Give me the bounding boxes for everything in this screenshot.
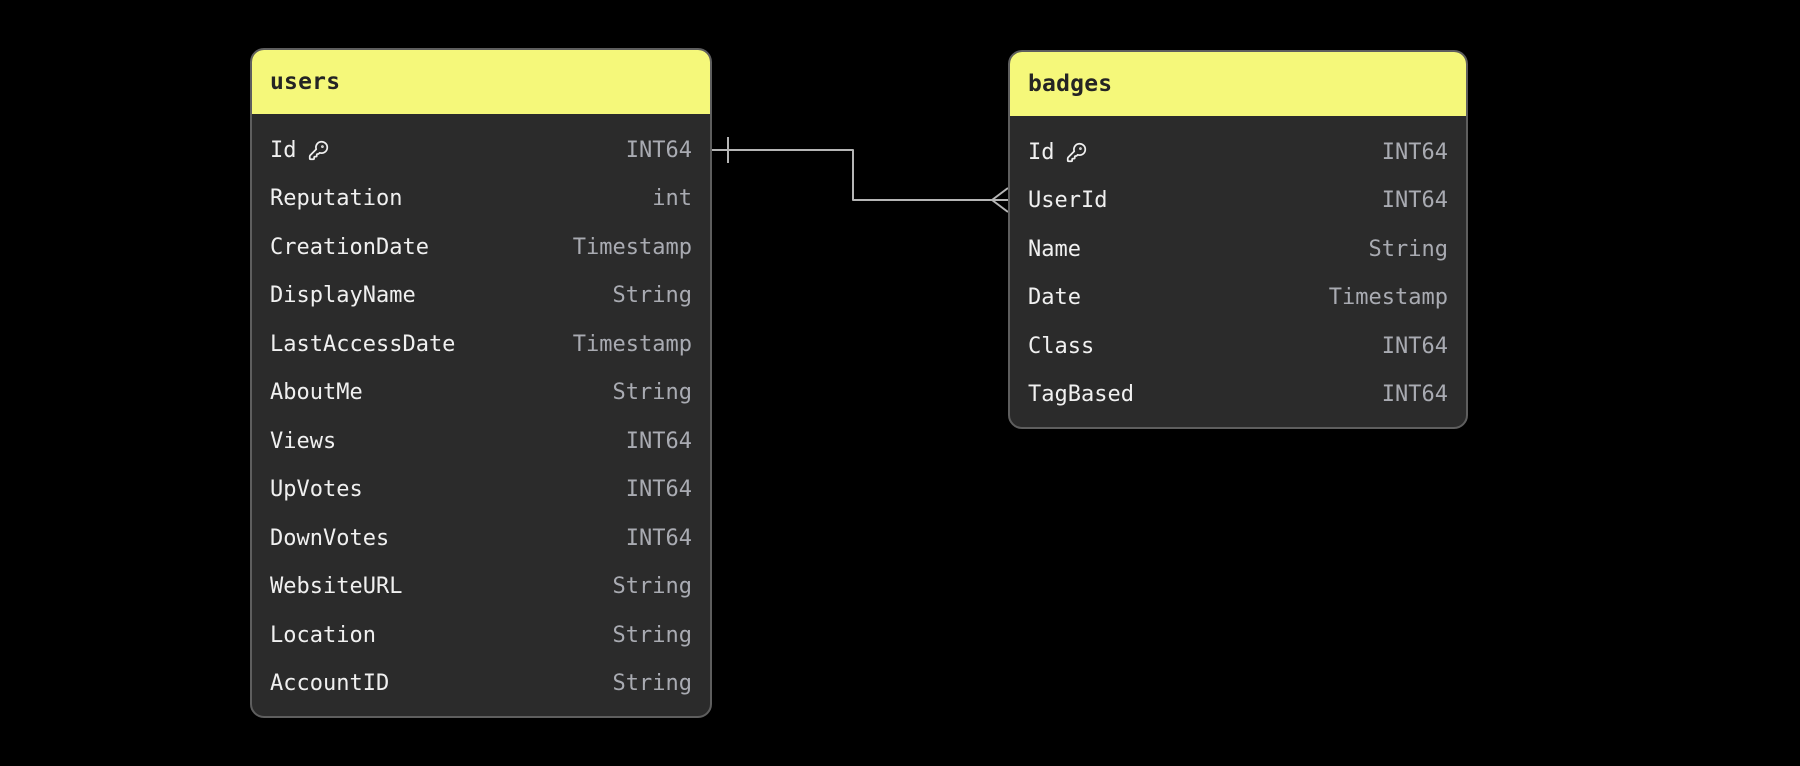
- field-type: Timestamp: [1328, 285, 1448, 311]
- field-row-badges-tagbased[interactable]: TagBased INT64: [1010, 371, 1466, 420]
- field-name: LastAccessDate: [270, 331, 456, 357]
- field-row-users-aboutme[interactable]: AboutMe String: [252, 369, 710, 418]
- field-name: WebsiteURL: [270, 574, 403, 600]
- field-type: String: [612, 574, 692, 600]
- field-type: Timestamp: [572, 234, 692, 260]
- field-name: Name: [1028, 236, 1081, 262]
- relationship-path[interactable]: [710, 149, 1008, 201]
- field-name: UpVotes: [270, 477, 363, 503]
- table-badges-title: badges: [1028, 71, 1113, 97]
- field-type: INT64: [1381, 333, 1448, 359]
- field-type: int: [652, 186, 692, 212]
- field-name: UserId: [1028, 188, 1108, 214]
- field-row-users-views[interactable]: Views INT64: [252, 417, 710, 466]
- field-type: String: [612, 671, 692, 697]
- field-name: Location: [270, 622, 376, 648]
- field-row-users-creationdate[interactable]: CreationDate Timestamp: [252, 223, 710, 272]
- field-name: AboutMe: [270, 380, 363, 406]
- table-users[interactable]: users Id INT64 Reputation int: [250, 48, 712, 718]
- field-row-badges-id[interactable]: Id INT64: [1010, 128, 1466, 177]
- field-row-badges-name[interactable]: Name String: [1010, 225, 1466, 274]
- field-row-badges-userid[interactable]: UserId INT64: [1010, 177, 1466, 226]
- relationship-line[interactable]: [710, 137, 1009, 213]
- field-name: Reputation: [270, 186, 403, 212]
- table-users-title: users: [270, 69, 341, 95]
- field-type: String: [612, 622, 692, 648]
- key-icon: [1066, 142, 1087, 163]
- field-type: String: [1368, 236, 1448, 262]
- field-row-users-displayname[interactable]: DisplayName String: [252, 272, 710, 321]
- cardinality-many-crowfoot: [991, 187, 1009, 213]
- field-row-users-downvotes[interactable]: DownVotes INT64: [252, 514, 710, 563]
- field-type: INT64: [1381, 188, 1448, 214]
- key-icon: [308, 140, 329, 161]
- field-row-users-accountid[interactable]: AccountID String: [252, 660, 710, 709]
- field-row-users-websiteurl[interactable]: WebsiteURL String: [252, 563, 710, 612]
- field-type: String: [612, 380, 692, 406]
- table-badges-header[interactable]: badges: [1010, 52, 1466, 116]
- table-badges[interactable]: badges Id INT64 UserId INT64: [1008, 50, 1468, 429]
- field-type: INT64: [625, 477, 692, 503]
- field-name: DisplayName: [270, 283, 416, 309]
- field-row-users-upvotes[interactable]: UpVotes INT64: [252, 466, 710, 515]
- field-row-users-location[interactable]: Location String: [252, 611, 710, 660]
- field-name: AccountID: [270, 671, 390, 697]
- table-badges-body: Id INT64 UserId INT64 Name String: [1010, 116, 1466, 427]
- table-users-header[interactable]: users: [252, 50, 710, 114]
- field-row-badges-class[interactable]: Class INT64: [1010, 322, 1466, 371]
- field-name: CreationDate: [270, 234, 429, 260]
- field-type: INT64: [1381, 139, 1448, 165]
- field-row-users-lastaccessdate[interactable]: LastAccessDate Timestamp: [252, 320, 710, 369]
- field-type: INT64: [625, 428, 692, 454]
- field-name: TagBased: [1028, 382, 1134, 408]
- field-name: Class: [1028, 333, 1095, 359]
- table-users-body: Id INT64 Reputation int CreationDate Tim…: [252, 114, 710, 716]
- field-type: String: [612, 283, 692, 309]
- field-row-badges-date[interactable]: Date Timestamp: [1010, 274, 1466, 323]
- field-type: Timestamp: [572, 331, 692, 357]
- field-type: INT64: [625, 525, 692, 551]
- field-name: Id: [1028, 139, 1055, 165]
- field-type: INT64: [1381, 382, 1448, 408]
- field-row-users-id[interactable]: Id INT64: [252, 126, 710, 175]
- field-name: Date: [1028, 285, 1081, 311]
- field-name: Id: [270, 137, 297, 163]
- field-row-users-reputation[interactable]: Reputation int: [252, 175, 710, 224]
- field-type: INT64: [625, 137, 692, 163]
- field-name: Views: [270, 428, 337, 454]
- field-name: DownVotes: [270, 525, 390, 551]
